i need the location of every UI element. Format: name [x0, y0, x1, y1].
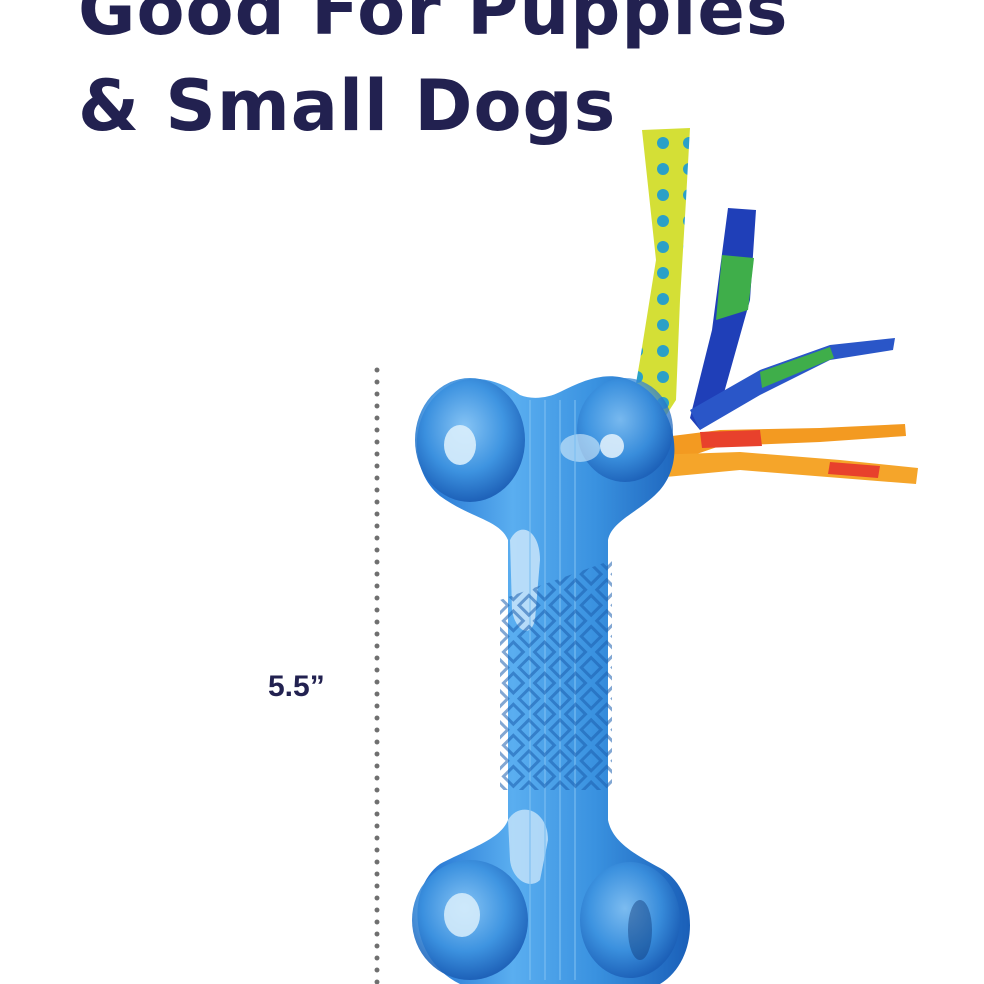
height-measurement-line: [374, 364, 380, 984]
height-measurement-label: 5.5”: [268, 670, 325, 703]
headline-line-2: & Small Dogs: [78, 65, 617, 147]
headline-line-1: Good For Puppies: [78, 0, 789, 51]
page-headline: Good For Puppies & Small Dogs: [78, 0, 789, 154]
